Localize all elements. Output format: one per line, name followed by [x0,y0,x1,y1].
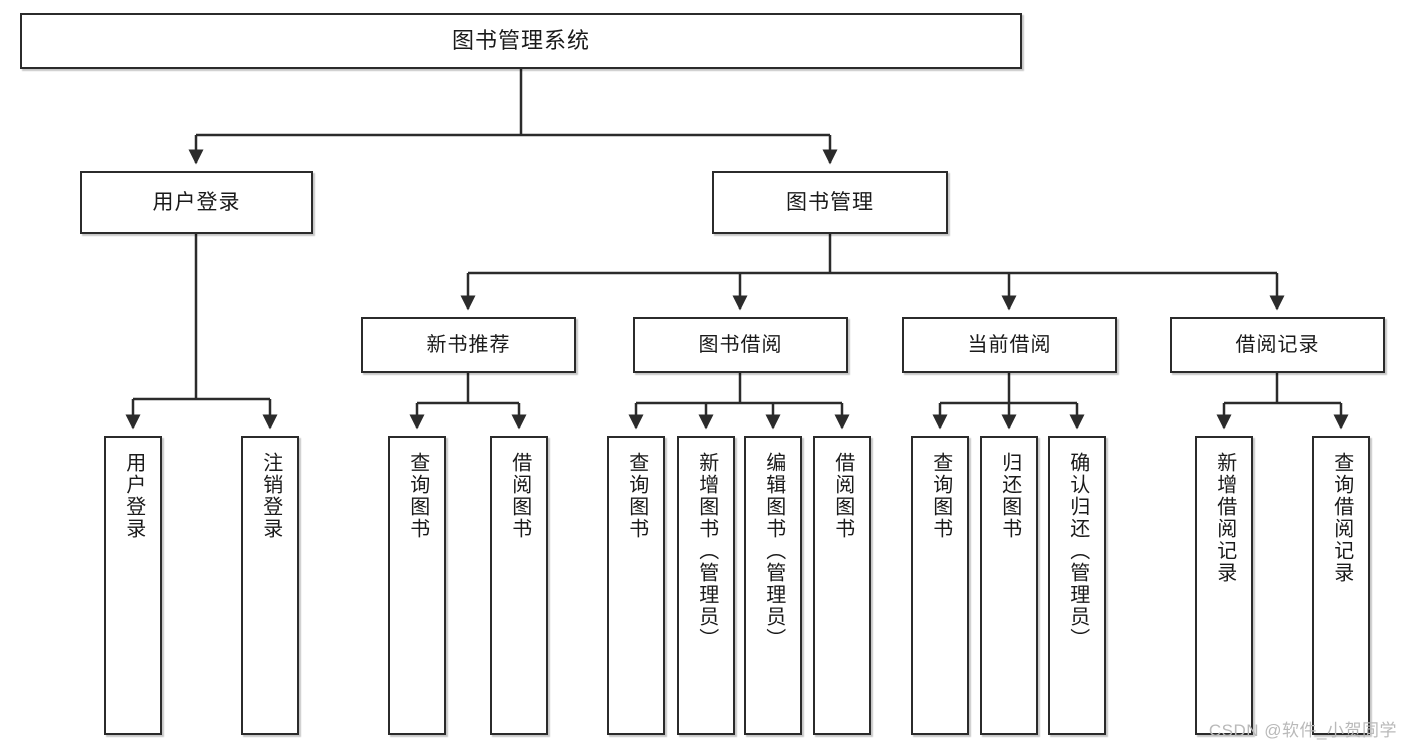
node-root-book-management-system[interactable]: 图书管理系统 [20,13,1022,69]
node-label: 用户登录 [152,190,241,214]
leaf-borrow-query-books[interactable]: 查询图书 [607,436,665,735]
node-label: 查询图书 [929,452,952,540]
node-label: 查询借阅记录 [1330,452,1353,584]
leaf-current-query-books[interactable]: 查询图书 [911,436,969,735]
node-label: 图书管理系统 [451,27,590,53]
node-label: 图书管理 [786,190,874,214]
node-current-borrowing[interactable]: 当前借阅 [902,317,1117,373]
node-user-login[interactable]: 用户登录 [80,171,313,234]
leaf-borrow-borrow-books[interactable]: 借阅图书 [813,436,871,735]
node-label: 借阅图书 [508,452,531,540]
leaf-user-logout[interactable]: 注销登录 [241,436,299,735]
node-label: 新增图书（管理员） [695,452,718,650]
node-label: 新增借阅记录 [1213,452,1236,584]
node-label: 归还图书 [998,452,1021,540]
node-label: 确认归还（管理员） [1066,452,1089,650]
node-label: 借阅记录 [1235,333,1320,356]
node-label: 查询图书 [406,452,429,540]
leaf-user-login[interactable]: 用户登录 [104,436,162,735]
leaf-current-return-books[interactable]: 归还图书 [980,436,1038,735]
node-new-book-recommendation[interactable]: 新书推荐 [361,317,576,373]
node-label: 新书推荐 [426,333,511,356]
node-book-management[interactable]: 图书管理 [712,171,948,234]
node-book-borrowing[interactable]: 图书借阅 [633,317,848,373]
node-label: 查询图书 [625,452,648,540]
leaf-record-query-borrow-record[interactable]: 查询借阅记录 [1312,436,1370,735]
node-label: 图书借阅 [698,333,783,356]
leaf-borrow-edit-book-admin[interactable]: 编辑图书（管理员） [744,436,802,735]
node-label: 注销登录 [259,452,282,540]
leaf-new-book-borrow-books[interactable]: 借阅图书 [490,436,548,735]
leaf-borrow-add-book-admin[interactable]: 新增图书（管理员） [677,436,735,735]
leaf-new-book-query-books[interactable]: 查询图书 [388,436,446,735]
node-label: 借阅图书 [831,452,854,540]
node-label: 编辑图书（管理员） [762,452,785,650]
leaf-current-confirm-return-admin[interactable]: 确认归还（管理员） [1048,436,1106,735]
node-label: 当前借阅 [967,333,1052,356]
watermark-text: CSDN @软件_小贺同学 [1208,721,1397,740]
leaf-record-add-borrow-record[interactable]: 新增借阅记录 [1195,436,1253,735]
node-label: 用户登录 [122,452,145,540]
node-borrowing-records[interactable]: 借阅记录 [1170,317,1385,373]
